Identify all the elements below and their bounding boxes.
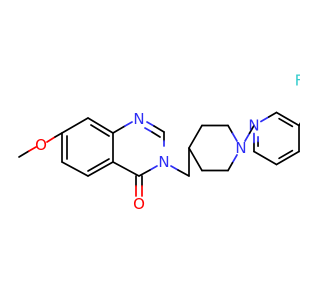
bond-py-c6-c5 — [275, 111, 300, 127]
quinazolinone-bonds — [18, 117, 190, 197]
bond-pipn-pyc2-a — [244, 132, 251, 142]
bond-pip-n-c2b-b — [227, 161, 234, 172]
bond-py-c4-c3-double — [278, 149, 294, 160]
carbonyl-oxygen-label: O — [133, 195, 145, 213]
bond-methyl-o-red — [28, 146, 37, 152]
bond-py-c3-c2 — [253, 150, 278, 166]
bond-py-c4-c3 — [275, 150, 300, 166]
bond-pip-n-c2b-a — [231, 154, 238, 164]
bond-c8a-n1 — [112, 125, 126, 134]
piperidine-nitrogen-label: N — [235, 139, 246, 157]
methoxy-oxygen-label: O — [35, 136, 47, 154]
bond-n1-c2-double — [151, 131, 161, 138]
bond-py-n1-c6-b — [267, 111, 278, 118]
bond-c8a-n1-blue — [124, 121, 133, 127]
fluorine-label-1: F — [295, 72, 300, 90]
bond-c4-c4a — [112, 161, 140, 177]
bond-py-cf3 — [298, 122, 300, 127]
bond-n3-c4 — [138, 169, 151, 177]
bond-n3-ch2-blue — [170, 165, 179, 171]
bond-py-n1-c6-a — [260, 116, 270, 123]
bond-c4a-c5-double — [87, 158, 110, 172]
bond-pip-c2a-n-b — [231, 132, 238, 142]
bond-pip-c3b-c4 — [188, 147, 203, 172]
molecule-structure-diagram: ONNONNFFF — [18, 72, 300, 213]
bond-pip-c2a-n-a — [227, 124, 234, 135]
bond-c7-c8 — [61, 117, 89, 134]
quinazoline-n3-label: N — [158, 153, 169, 171]
bond-n1-c2-double-blue — [144, 127, 153, 133]
bond-n1-c2-blue — [146, 121, 155, 127]
bond-n1-c2 — [153, 125, 165, 133]
bond-c5-c6 — [61, 161, 89, 177]
bond-c8-c8a-double — [90, 124, 110, 137]
bond-py-c6-c5-double — [278, 117, 294, 128]
quinazoline-n1-label: N — [133, 110, 144, 128]
bond-o-c7 — [54, 132, 63, 138]
bond-c8-c8a — [87, 117, 114, 134]
bond-n3-c4-blue — [149, 165, 158, 171]
pyridine-nitrogen-label: N — [248, 117, 259, 135]
bond-methyl-o — [18, 150, 30, 158]
bond-pip-c4-c3a — [188, 124, 203, 149]
bond-o-c7-red — [46, 136, 56, 143]
bond-pipn-pyc2-b — [248, 124, 255, 135]
bond-n3-ch2 — [177, 169, 190, 177]
bond-c4a-c5 — [87, 161, 114, 177]
